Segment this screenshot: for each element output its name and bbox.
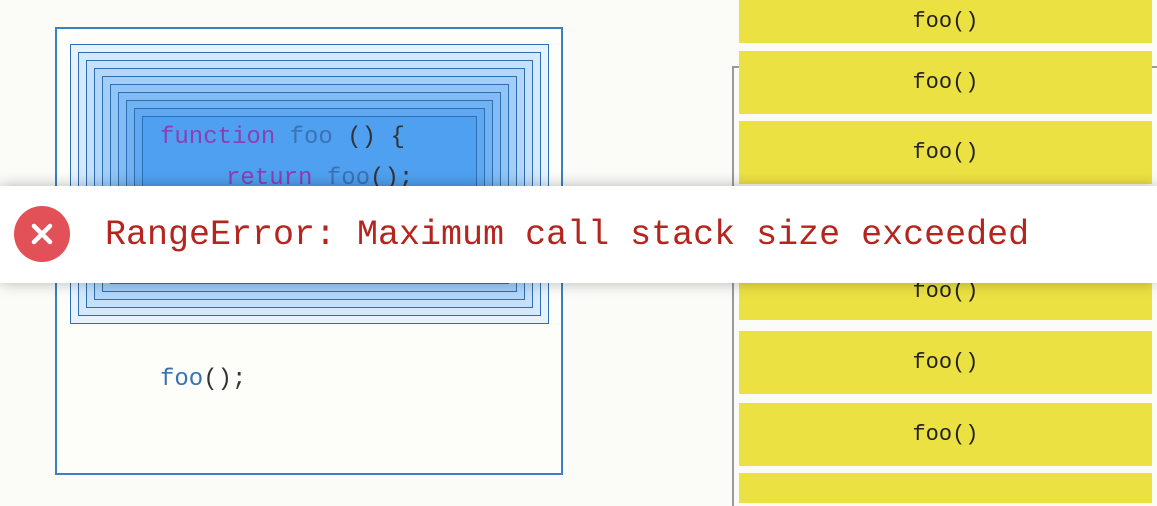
stack-frame: foo() [739,331,1152,394]
stack-frame-label: foo() [912,422,979,447]
stack-frame-partial [739,473,1152,503]
call-name: foo [160,366,204,393]
function-keyword: function [160,124,276,151]
code-line-function: function foo () { [160,124,405,152]
stack-frame-label: foo() [912,140,979,165]
stack-frame-label: foo() [912,70,979,95]
stack-frame: foo() [739,0,1152,43]
stack-frame: foo() [739,51,1152,114]
stack-frame-label: foo() [912,350,979,375]
stack-frame: foo() [739,403,1152,466]
call-parens: (); [203,366,247,393]
x-glyph [31,223,53,245]
error-message: RangeError: Maximum call stack size exce… [105,215,1030,255]
code-line-call: foo(); [160,366,246,394]
stack-frame-label: foo() [912,9,979,34]
error-banner: RangeError: Maximum call stack size exce… [0,186,1157,283]
function-name: foo [289,124,333,151]
function-signature: () { [332,124,405,151]
stack-frame: foo() [739,121,1152,184]
close-x-icon [14,206,70,262]
